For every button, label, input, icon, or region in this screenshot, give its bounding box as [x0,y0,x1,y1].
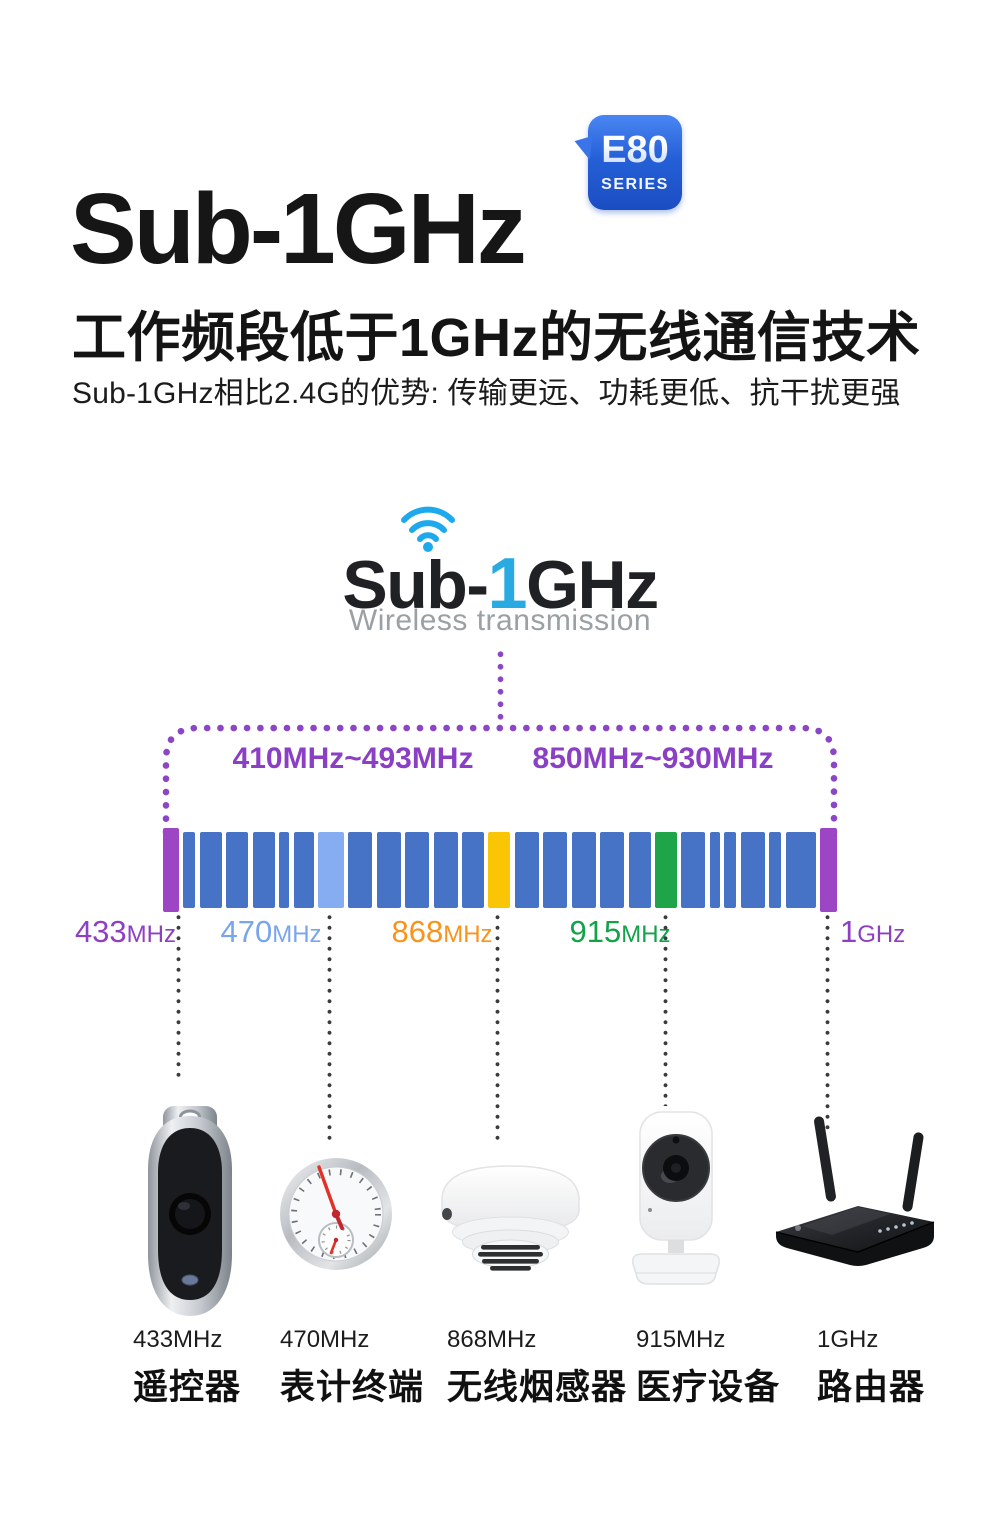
product-freq: 915MHz [636,1326,726,1353]
spectrum-segment-blue [628,832,651,908]
guide-line-433 [176,912,181,1078]
spectrum-segment-purple [163,828,179,912]
spectrum-segment-blue [462,832,485,908]
product-label-router: 1GHz 路由器 [817,1326,925,1410]
product-label-meter: 470MHz 表计终端 [280,1326,424,1410]
marker-unit: MHz [443,921,493,948]
marker-value: 868 [391,914,444,949]
hero-brand: Sub-1GHz [0,543,1000,625]
guide-line-1ghz [825,912,830,1134]
smoke-detector-image [441,1165,580,1271]
spectrum-segment-blue [571,832,596,908]
page-title: Sub-1GHz [70,173,527,285]
product-smoke-detector [433,1158,588,1283]
product-label-remote: 433MHz 遥控器 [133,1326,241,1410]
spectrum-segment-blue [405,832,430,908]
spectrum-segment-blue [279,832,290,908]
product-name: 遥控器 [133,1368,242,1407]
product-meter-terminal [272,1152,400,1283]
product-medical-camera [620,1106,732,1295]
badge-tail-icon [572,134,593,160]
remote-control-image [148,1106,232,1316]
wifi-router-image [775,1116,935,1266]
spectrum-segment-blue [199,832,222,908]
spectrum-segment-blue [183,832,196,908]
spectrum-segment-blue [600,832,625,908]
spectrum-segment-blue [348,832,373,908]
product-label-smoke: 868MHz 无线烟感器 [447,1326,627,1410]
spectrum-segment-blue [709,832,720,908]
spectrum-segment-blue [376,832,401,908]
product-freq: 470MHz [280,1326,370,1353]
marker-value: 915 [569,914,622,949]
spectrum-strip [163,828,837,912]
product-freq: 433MHz [133,1326,223,1353]
product-name: 无线烟感器 [447,1368,628,1407]
marker-470mhz: 470MHz [211,914,331,950]
badge-series-code: E80 [588,129,682,172]
connector-stem-dots [497,648,504,726]
marker-value: 1 [840,914,858,949]
wifi-icon [401,506,455,552]
product-label-medical: 915MHz 医疗设备 [636,1326,780,1410]
marker-unit: MHz [126,921,176,948]
spectrum-segment-blue [785,832,816,908]
brand-highlight: 1 [487,544,527,624]
spectrum-segment-blue [740,832,765,908]
marker-915mhz: 915MHz [560,914,680,950]
frequency-bracket [162,724,838,836]
series-badge: E80 SERIES [572,115,682,210]
spectrum-segment-blue [769,832,782,908]
guide-line-915 [663,912,668,1106]
spectrum-segment-blue [514,832,539,908]
brand-suffix: GHz [526,547,659,623]
hero-subtext: Wireless transmission [348,604,652,637]
spectrum-segment-green [655,832,678,908]
guide-line-470 [327,912,332,1142]
spectrum-segment-blue [543,832,568,908]
product-name: 表计终端 [280,1368,425,1407]
marker-868mhz: 868MHz [382,914,502,950]
spectrum-segment-blue [226,832,249,908]
product-remote-control [136,1102,244,1325]
thermo-hygrometer-image [280,1158,392,1270]
marker-unit: MHz [272,921,322,948]
brand-prefix: Sub- [342,547,489,623]
spectrum-segment-blue [293,832,314,908]
badge-series-word: SERIES [601,176,669,193]
spectrum-segment-purple [819,828,837,912]
guide-line-868 [495,912,500,1140]
spectrum-segment-yellow [488,832,511,908]
spectrum-segment-lightblue [317,832,344,908]
heading-cn: 工作频段低于1GHz的无线通信技术 [72,307,921,368]
marker-value: 470 [220,914,273,949]
spectrum-segment-blue [724,832,737,908]
spectrum-segment-blue [252,832,275,908]
product-freq: 868MHz [447,1326,537,1353]
subtitle: Sub-1GHz相比2.4G的优势: 传输更远、功耗更低、抗干扰更强 [72,377,901,410]
range-label-low: 410MHz~493MHz [232,742,474,775]
marker-unit: GHz [857,921,906,948]
monitor-camera-image [631,1111,721,1285]
marker-1ghz: 1GHz [840,914,950,950]
product-name: 医疗设备 [636,1368,781,1407]
range-label-high: 850MHz~930MHz [532,742,774,775]
marker-value: 433 [74,914,127,949]
marker-433mhz: 433MHz [56,914,176,950]
spectrum-segment-blue [433,832,458,908]
product-name: 路由器 [817,1368,926,1407]
product-router [762,1114,940,1287]
product-freq: 1GHz [817,1326,879,1353]
marker-unit: MHz [621,921,671,948]
spectrum-segment-blue [681,832,706,908]
